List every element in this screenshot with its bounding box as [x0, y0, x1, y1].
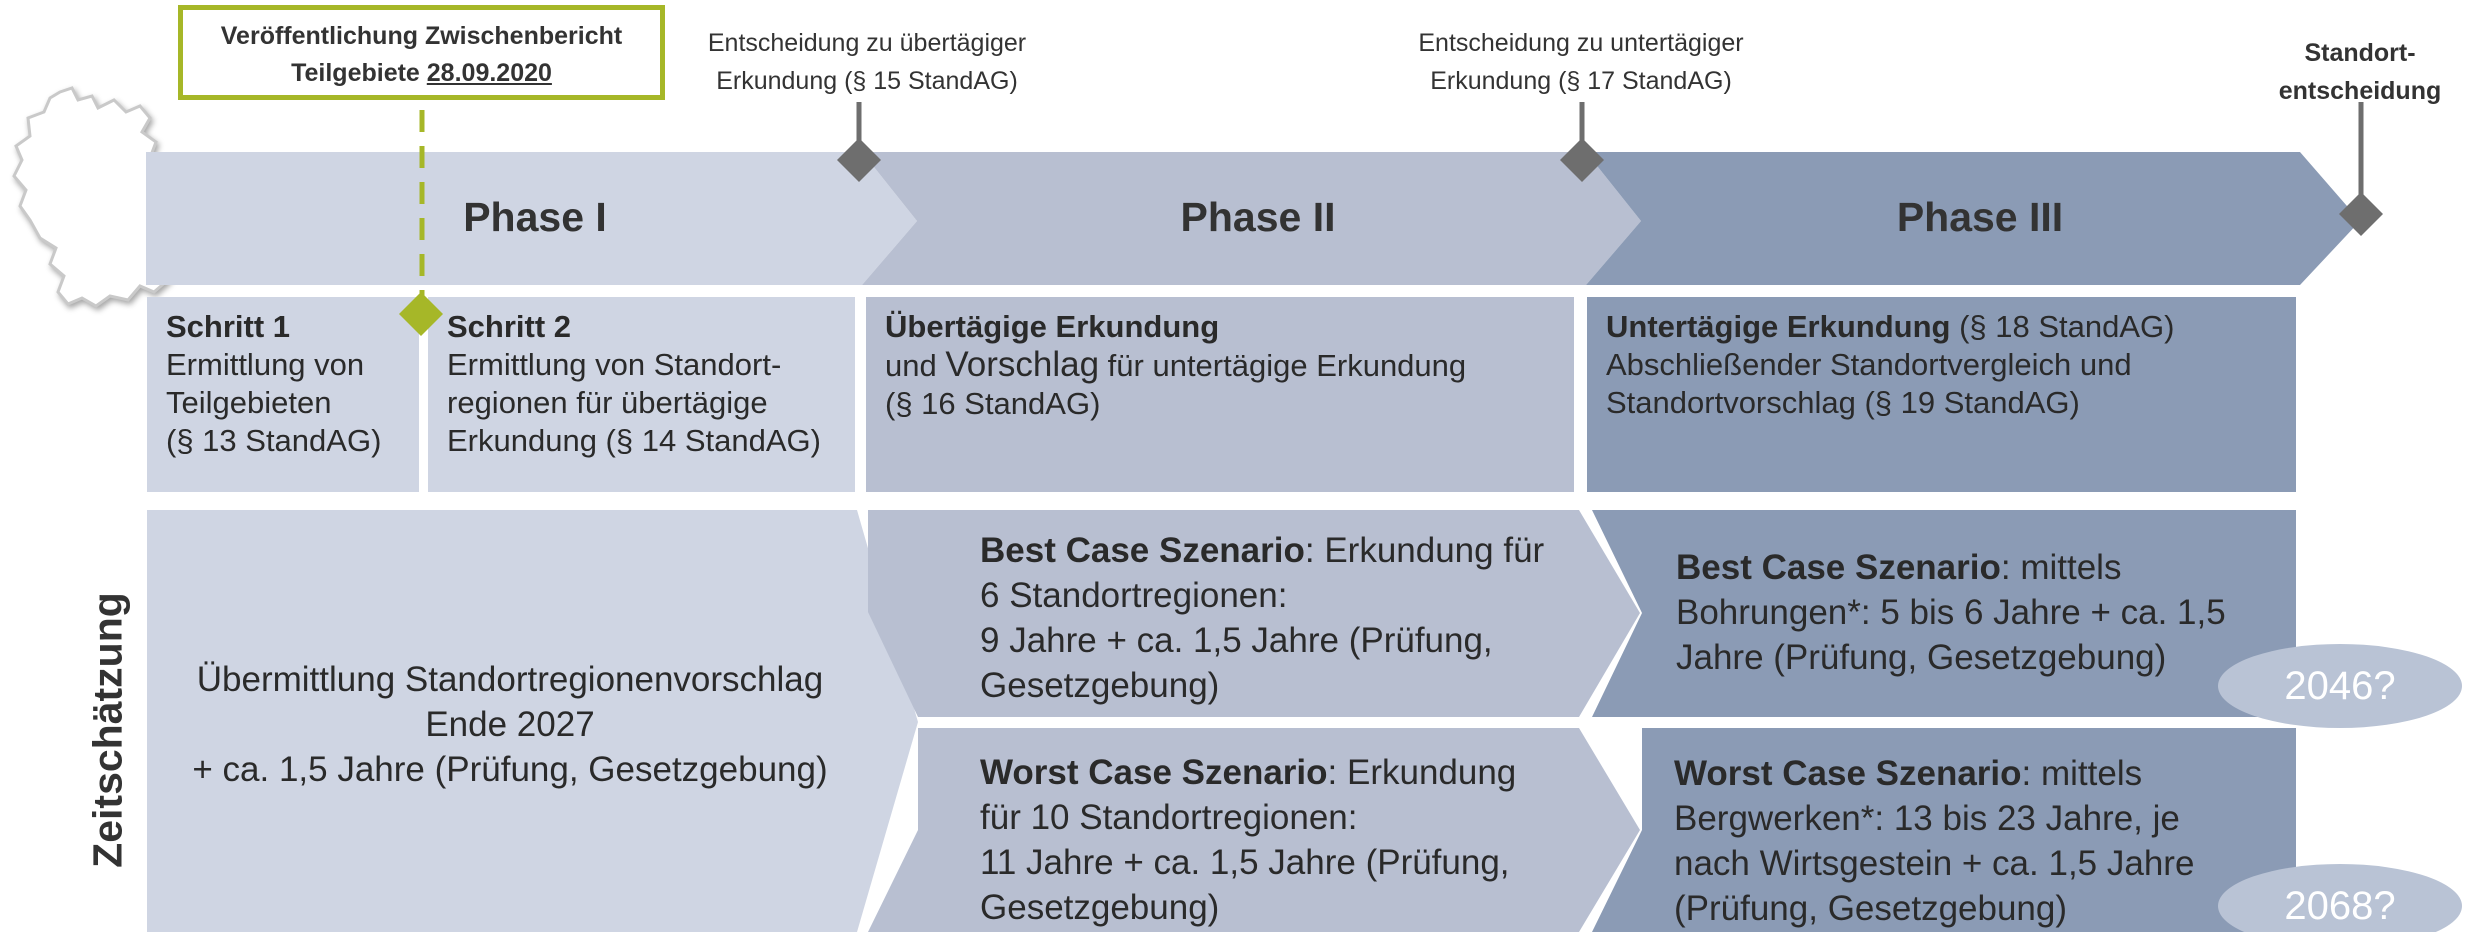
zeit-phase-3-best-shape [1592, 510, 2296, 717]
phase-2-step-line-2-c: für untertägige Erkundung [1099, 348, 1467, 383]
zeit-phase-3-worst-text: Worst Case Szenario: mittels Bergwerken*… [1674, 751, 2294, 931]
phase-2-step-box [866, 297, 1574, 492]
zeit-phase-1-text: Übermittlung Standortregionenvorschlag E… [170, 657, 850, 792]
zeit-phase-3-worst-shape [1592, 728, 2296, 932]
milestone-2-line-2: Erkundung (§ 17 StandAG) [1430, 67, 1732, 95]
zeit-phase-1-shape [147, 510, 918, 932]
zeit-phase-1-line-2: Ende 2027 [425, 705, 595, 744]
phase-1-arrow [146, 152, 917, 285]
milestone-1-line-2: Erkundung (§ 15 StandAG) [716, 67, 1018, 95]
schritt-2-heading: Schritt 2 [447, 309, 572, 344]
milestone-3-diamond-icon [2339, 192, 2383, 236]
schritt-2-text: Schritt 2 Ermittlung von Standort- regio… [447, 308, 847, 460]
phase-2-worst-bold: Worst Case Szenario [980, 753, 1328, 792]
milestone-3-line-1: Standort- [2304, 39, 2416, 67]
year-2046-label: 2046? [2284, 664, 2396, 708]
phase-3-step-line-3: Standortvorschlag (§ 19 StandAG) [1606, 385, 2080, 420]
phase-2-best-line-2: 6 Standortregionen: [980, 576, 1288, 615]
zeit-phase-1-line-1: Übermittlung Standortregionenvorschlag [196, 660, 824, 699]
year-2068-label: 2068? [2284, 884, 2396, 928]
milestone-2-diamond-icon [1560, 138, 1604, 182]
zeit-phase-3-best-text: Best Case Szenario: mittels Bohrungen*: … [1676, 545, 2296, 680]
year-2068-ellipse [2218, 864, 2462, 932]
publication-callout: Veröffentlichung Zwischenbericht Teilgeb… [178, 5, 665, 100]
phase-3-step-line-2: Abschließender Standortvergleich und [1606, 347, 2132, 382]
phase-3-worst-line-4: (Prüfung, Gesetzgebung) [1674, 889, 2068, 928]
milestone-2-line-1: Entscheidung zu untertägiger [1418, 29, 1744, 57]
phase-3-worst-bold: Worst Case Szenario [1674, 754, 2022, 793]
schritt-1-text: Schritt 1 Ermittlung von Teilgebieten (§… [166, 308, 416, 460]
publication-diamond-icon [399, 292, 443, 336]
schritt-2-box [428, 297, 855, 492]
phase-2-best-line-4: Gesetzgebung) [980, 666, 1220, 705]
milestone-3-line-2: entscheidung [2278, 77, 2442, 105]
phase-2-title: Phase II [1180, 194, 1336, 240]
zeit-phase-1-line-3: + ca. 1,5 Jahre (Prüfung, Gesetzgebung) [192, 750, 828, 789]
phase-2-best-rest: : Erkundung für [1304, 531, 1545, 570]
schritt-1-box [147, 297, 419, 492]
schritt-1-heading: Schritt 1 [166, 309, 291, 344]
phase-3-best-line-2: Bohrungen*: 5 bis 6 Jahre + ca. 1,5 [1676, 593, 2226, 632]
callout-line-1: Veröffentlichung Zwischenbericht [220, 22, 623, 50]
phase-1-title: Phase I [463, 194, 607, 240]
schritt-2-line-1: Ermittlung von Standort- [447, 347, 782, 382]
phase-3-step-heading-suffix: (§ 18 StandAG) [1950, 309, 2175, 344]
milestone-3-caption: Standort- entscheidung [2260, 34, 2460, 110]
phase-2-worst-rest: : Erkundung [1327, 753, 1517, 792]
phase-2-step-line-2: und Vorschlag für untertägige Erkundung [885, 346, 1565, 385]
milestone-2-caption: Entscheidung zu untertägiger Erkundung (… [1386, 24, 1776, 100]
phase-3-worst-line-3: nach Wirtsgestein + ca. 1,5 Jahre [1674, 844, 2195, 883]
callout-line-2: Teilgebiete 28.09.2020 [183, 55, 660, 92]
callout-date: 28.09.2020 [426, 59, 552, 87]
phase-2-worst-line-2: für 10 Standortregionen: [980, 798, 1358, 837]
year-2046-ellipse [2218, 644, 2462, 728]
phase-2-step-text: Übertägige Erkundung und Vorschlag für u… [885, 308, 1565, 423]
schritt-2-line-3: Erkundung (§ 14 StandAG) [447, 423, 821, 458]
phase-3-arrow [1586, 152, 2360, 285]
schritt-1-line-3: (§ 13 StandAG) [166, 423, 382, 458]
germany-map-icon [12, 86, 178, 308]
phase-3-step-text: Untertägige Erkundung (§ 18 StandAG) Abs… [1606, 308, 2286, 422]
phase-3-best-rest: : mittels [2000, 548, 2122, 587]
phase-2-arrow [862, 152, 1641, 285]
phase-3-best-bold: Best Case Szenario [1676, 548, 2001, 587]
schritt-2-line-2: regionen für übertägige [447, 385, 768, 420]
phase-2-step-line-2-a: und [885, 348, 946, 383]
phase-3-best-line-3: Jahre (Prüfung, Gesetzgebung) [1676, 638, 2167, 677]
phase-3-step-heading: Untertägige Erkundung [1606, 309, 1951, 344]
phase-3-title: Phase III [1896, 194, 2064, 240]
zeitschaetzung-label: Zeitschätzung [84, 592, 131, 868]
zeit-phase-2-worst-shape [868, 728, 1640, 932]
milestone-1-caption: Entscheidung zu übertägiger Erkundung (§… [672, 24, 1062, 100]
milestone-1-line-1: Entscheidung zu übertägiger [707, 29, 1027, 57]
zeit-phase-2-best-text: Best Case Szenario: Erkundung für 6 Stan… [980, 528, 1600, 708]
phase-3-step-box [1587, 297, 2296, 492]
zeit-phase-2-worst-text: Worst Case Szenario: Erkundung für 10 St… [980, 750, 1600, 930]
phase-3-worst-line-2: Bergwerken*: 13 bis 23 Jahre, je [1674, 799, 2180, 838]
schritt-1-line-2: Teilgebieten [166, 385, 332, 420]
phase-2-step-line-3: (§ 16 StandAG) [885, 386, 1101, 421]
phase-2-worst-line-4: Gesetzgebung) [980, 888, 1220, 927]
milestone-1-diamond-icon [837, 138, 881, 182]
phase-2-step-heading: Übertägige Erkundung [885, 309, 1220, 344]
zeit-phase-2-best-shape [868, 510, 1640, 717]
callout-line-2-prefix: Teilgebiete [291, 59, 427, 87]
phase-2-best-line-3: 9 Jahre + ca. 1,5 Jahre (Prüfung, [980, 621, 1493, 660]
phase-2-best-bold: Best Case Szenario [980, 531, 1305, 570]
phase-2-step-line-2-b: Vorschlag [945, 345, 1100, 384]
phase-3-worst-rest: : mittels [2021, 754, 2143, 793]
schritt-1-line-1: Ermittlung von [166, 347, 365, 382]
phase-2-worst-line-3: 11 Jahre + ca. 1,5 Jahre (Prüfung, [980, 843, 1510, 882]
